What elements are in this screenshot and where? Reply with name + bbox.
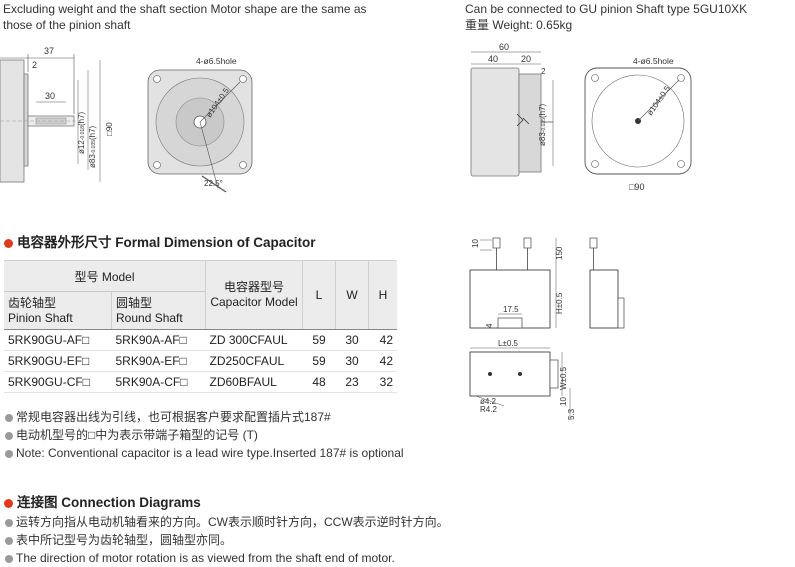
connection-note-3: The direction of motor rotation is as vi… <box>5 549 449 567</box>
connection-heading-text: 连接图 Connection Diagrams <box>17 495 201 510</box>
right-dim-pilot: ø83-0.035(h7) <box>538 103 547 146</box>
pinion-shaft-header: 齿轮轴型 Pinion Shaft <box>4 291 112 330</box>
left-motor-front-view <box>147 69 253 193</box>
cap-dim-42: ø4.2 <box>480 397 497 406</box>
top-left-note-2: those of the pinion shaft <box>3 18 131 32</box>
table-row: 5RK90GU-EF□ 5RK90A-EF□ ZD250CFAUL 59 30 … <box>4 350 397 372</box>
right-dim-20: 20 <box>521 54 531 64</box>
pinion-shaft-header-en: Pinion Shaft <box>8 310 73 325</box>
capacitor-note-2: 电动机型号的□中为表示带端子箱型的记号 (T) <box>5 426 404 444</box>
cell-cap: ZD60BFAUL <box>205 371 303 393</box>
connection-heading: 连接图 Connection Diagrams <box>4 491 201 511</box>
left-hole-label: 4-ø6.5hole <box>196 56 237 66</box>
capacitor-heading-text: 电容器外形尺寸 Formal Dimension of Capacitor <box>17 235 316 250</box>
left-dim-pilot: ø83-0.035(h7) <box>88 125 97 168</box>
top-right-note-2: 重量 Weight: 0.65kg <box>465 18 573 32</box>
cap-dim-w: W±0.5 <box>559 366 568 390</box>
note-bullet <box>5 536 13 545</box>
cell-l: 48 <box>302 371 336 393</box>
pinion-shaft-header-cn: 齿轮轴型 <box>8 295 57 310</box>
table-row: 5RK90GU-AF□ 5RK90A-AF□ ZD 300CFAUL 59 30… <box>4 329 397 351</box>
right-dim-40: 40 <box>488 54 498 64</box>
cell-w: 30 <box>335 329 369 351</box>
cell-w: 23 <box>335 371 369 393</box>
right-hole-label: 4-ø6.5hole <box>633 56 674 66</box>
cell-pinion: 5RK90GU-EF□ <box>4 350 112 372</box>
capacitor-heading: 电容器外形尺寸 Formal Dimension of Capacitor <box>4 231 316 251</box>
right-motor-drawing: 60 40 20 2 ø83-0.035(h7) 4-ø6.5hole ø104… <box>470 42 692 192</box>
cell-pinion: 5RK90GU-AF□ <box>4 329 112 351</box>
capacitor-top-view <box>469 347 571 418</box>
left-dim-square: □90 <box>105 122 114 136</box>
round-shaft-header-cn: 圆轴型 <box>116 295 153 310</box>
left-dim-shaft: ø12-0.018(h7) <box>77 111 86 154</box>
left-angle: 22.5° <box>204 179 223 188</box>
col-l-header: L <box>302 260 336 330</box>
cell-pinion: 5RK90GU-CF□ <box>4 371 112 393</box>
cell-h: 32 <box>368 371 397 393</box>
note-bullet <box>5 413 13 422</box>
capacitor-table: 型号 Model 电容器型号 Capacitor Model L W H 齿轮轴… <box>4 260 397 393</box>
col-h-header: H <box>368 260 397 330</box>
cell-round: 5RK90A-CF□ <box>111 371 206 393</box>
left-motor-side-view <box>0 54 101 183</box>
capacitor-model-header-cn: 电容器型号 <box>223 280 284 294</box>
cell-l: 59 <box>302 350 336 372</box>
cell-cap: ZD250CFAUL <box>205 350 303 372</box>
connection-notes: 运转方向指从电动机轴看来的方向。CW表示顺时针方向，CCW表示逆时针方向。 表中… <box>5 513 449 567</box>
note-bullet <box>5 518 13 527</box>
cell-round: 5RK90A-AF□ <box>111 329 206 351</box>
cap-dim-4: 4 <box>485 323 494 328</box>
connection-note-1: 运转方向指从电动机轴看来的方向。CW表示顺时针方向，CCW表示逆时针方向。 <box>5 513 449 531</box>
capacitor-model-header-en: Capacitor Model <box>210 295 298 309</box>
heading-bullet <box>4 238 13 248</box>
round-shaft-header-en: Round Shaft <box>116 310 183 325</box>
cell-h: 42 <box>368 329 397 351</box>
model-header: 型号 Model <box>4 260 206 292</box>
right-motor-front-view <box>584 67 692 175</box>
left-dim-37: 37 <box>44 46 54 56</box>
col-w-header: W <box>335 260 369 330</box>
right-dim-square: □90 <box>629 182 644 192</box>
cell-w: 30 <box>335 350 369 372</box>
right-dim-60: 60 <box>499 42 509 52</box>
cap-dim-r42: R4.2 <box>480 405 497 414</box>
note-bullet <box>5 449 13 458</box>
cell-l: 59 <box>302 329 336 351</box>
capacitor-side-view <box>469 237 625 329</box>
heading-bullet <box>4 498 13 508</box>
cell-h: 42 <box>368 350 397 372</box>
note-bullet <box>5 554 13 563</box>
capacitor-note-3: Note: Conventional capacitor is a lead w… <box>5 444 404 462</box>
connection-note-2: 表中所记型号为齿轮轴型，圆轴型亦同。 <box>5 531 449 549</box>
cap-dim-175: 17.5 <box>503 305 519 314</box>
left-motor-drawing: 37 2 30 ø12-0.018(h7) ø83-0.035(h7) □90 … <box>0 46 253 193</box>
capacitor-model-header: 电容器型号 Capacitor Model <box>205 260 303 330</box>
right-motor-side-view <box>470 51 554 177</box>
left-dim-30: 30 <box>45 91 55 101</box>
cap-dim-10: 10 <box>471 239 480 248</box>
capacitor-note-1: 常规电容器出线为引线，也可根据客户要求配置插片式187# <box>5 408 404 426</box>
cap-dim-10b: 10 <box>559 397 568 406</box>
table-row: 5RK90GU-CF□ 5RK90A-CF□ ZD60BFAUL 48 23 3… <box>4 371 397 393</box>
round-shaft-header: 圆轴型 Round Shaft <box>111 291 206 330</box>
cap-dim-53: 5.3 <box>567 408 576 420</box>
right-dim-2: 2 <box>541 67 546 76</box>
capacitor-notes: 常规电容器出线为引线，也可根据客户要求配置插片式187# 电动机型号的□中为表示… <box>5 408 404 462</box>
cell-round: 5RK90A-EF□ <box>111 350 206 372</box>
left-dim-2: 2 <box>32 60 37 70</box>
cap-dim-h: H±0.5 <box>555 292 564 314</box>
capacitor-drawing: 10 150 H±0.5 4 17.5 L±0.5 W±0.5 10 5.3 ø… <box>469 237 625 420</box>
cap-dim-150: 150 <box>555 246 564 260</box>
cap-dim-l: L±0.5 <box>498 339 519 348</box>
cell-cap: ZD 300CFAUL <box>205 329 303 351</box>
top-right-note-1: Can be connected to GU pinion Shaft type… <box>465 2 748 16</box>
top-left-note-1: Excluding weight and the shaft section M… <box>3 2 367 16</box>
note-bullet <box>5 431 13 440</box>
